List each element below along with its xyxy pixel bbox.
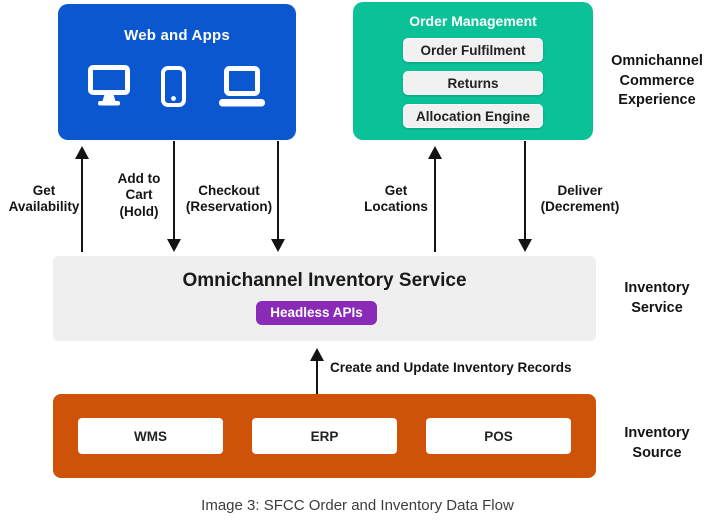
arrowhead-down [271, 239, 285, 252]
arrow-shaft [434, 156, 436, 252]
laptop-icon [218, 66, 265, 107]
arrow-shaft [173, 141, 175, 242]
flow-label-get-availability: Get Availability [8, 183, 80, 215]
returns-item: Returns [403, 71, 543, 95]
arrow-checkout [271, 141, 285, 252]
device-icons-row [58, 65, 296, 107]
allocation-engine-item: Allocation Engine [403, 104, 543, 128]
arrowhead-up [75, 146, 89, 159]
arrow-shaft [81, 156, 83, 252]
arrowhead-down [167, 239, 181, 252]
arrow-get-availability [75, 146, 89, 252]
arrow-deliver [518, 141, 532, 252]
arrowhead-down [518, 239, 532, 252]
headless-apis-badge: Headless APIs [256, 301, 377, 325]
side-label-inventory-source: Inventory Source [624, 425, 690, 461]
inventory-source-box: WMS ERP POS [53, 394, 596, 478]
arrow-shaft [524, 141, 526, 242]
web-and-apps-title: Web and Apps [124, 27, 230, 44]
flow-label-add-to-cart: Add to Cart (Hold) [117, 171, 161, 219]
caption: Image 3: SFCC Order and Inventory Data F… [201, 497, 514, 514]
web-and-apps-box: Web and Apps [58, 4, 296, 140]
flow-label-checkout: Checkout (Reservation) [185, 183, 273, 215]
arrowhead-up [428, 146, 442, 159]
arrow-create-update [310, 348, 324, 394]
arrowhead-up [310, 348, 324, 361]
erp-item: ERP [252, 418, 397, 454]
pos-item: POS [426, 418, 571, 454]
order-management-items: Order Fulfilment Returns Allocation Engi… [353, 38, 593, 128]
order-management-box: Order Management Order Fulfilment Return… [353, 2, 593, 140]
smartphone-icon [160, 66, 186, 107]
flow-label-get-locations: Get Locations [364, 183, 428, 215]
side-label-inventory-service: Inventory Service [624, 280, 690, 316]
flow-label-deliver: Deliver (Decrement) [540, 183, 620, 215]
omnichannel-inventory-service-title: Omnichannel Inventory Service [182, 270, 467, 291]
arrow-get-locations [428, 146, 442, 252]
order-fulfilment-item: Order Fulfilment [403, 38, 543, 62]
wms-item: WMS [78, 418, 223, 454]
arrow-add-to-cart [167, 141, 181, 252]
order-management-title: Order Management [409, 13, 537, 29]
omnichannel-inventory-service-box: Omnichannel Inventory Service Headless A… [53, 256, 596, 341]
arrow-shaft [277, 141, 279, 242]
side-label-commerce-experience: Omnichannel Commerce Experience [611, 53, 703, 109]
desktop-monitor-icon [87, 65, 130, 106]
flow-label-create-update: Create and Update Inventory Records [330, 360, 572, 375]
arrow-shaft [316, 358, 318, 394]
